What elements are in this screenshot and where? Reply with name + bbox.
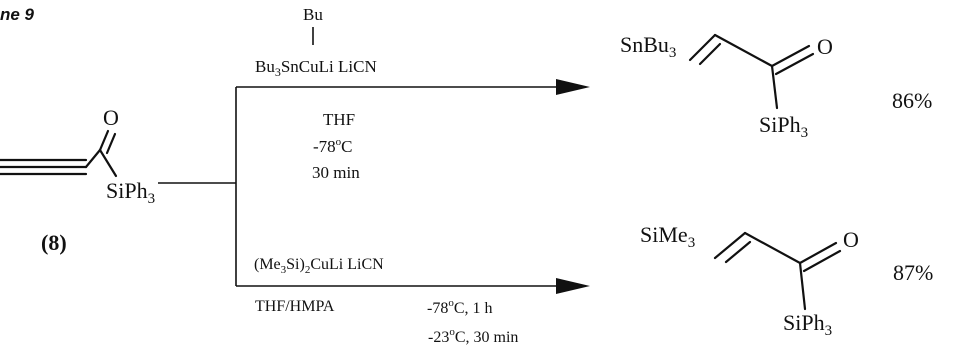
silyl-bond: [770, 64, 779, 110]
silyl-group: SiPh3: [783, 310, 832, 339]
starting-material: O SiPh3 (8): [0, 105, 155, 255]
bottom-solvent: THF/HMPA: [255, 298, 335, 315]
bottom-reagent: (Me3Si)2CuLi LiCN: [254, 256, 384, 276]
trimethylsilyl-group: SiMe3: [640, 222, 695, 251]
bottom-yield: 87%: [893, 260, 933, 285]
carbonyl-carbon-bond: [84, 148, 102, 169]
alpha-bond: [743, 231, 802, 265]
alpha-bond: [713, 33, 774, 68]
co-double-bond-1: [770, 44, 811, 68]
bottom-condition-2: -23oC, 30 min: [428, 326, 518, 346]
carbonyl-oxygen: O: [843, 227, 859, 252]
top-reaction-conditions: Bu Bu3SnCuLi LiCN THF -78oC 30 min: [255, 5, 377, 182]
carbonyl-oxygen: O: [103, 105, 119, 130]
silyl-group: SiPh3: [106, 178, 155, 207]
top-yield: 86%: [892, 88, 932, 113]
carbonyl-oxygen: O: [817, 34, 833, 59]
vinyl-double-bond: [698, 42, 722, 66]
reagent-substituent: Bu: [303, 5, 323, 24]
co-double-bond-2: [774, 52, 815, 76]
bottom-condition-1: -78oC, 1 h: [427, 297, 493, 317]
co-double-bond-2: [802, 249, 842, 273]
top-solvent: THF: [323, 110, 355, 129]
silyl-bond: [98, 148, 118, 178]
silyl-group: SiPh3: [759, 112, 808, 141]
top-temperature: -78oC: [313, 136, 353, 156]
silyl-bond: [798, 261, 807, 311]
bottom-reaction-conditions: (Me3Si)2CuLi LiCN THF/HMPA -78oC, 1 h -2…: [254, 256, 518, 346]
top-reagent: Bu3SnCuLi LiCN: [255, 57, 377, 79]
bottom-product: SiMe3 O SiPh3: [640, 222, 859, 339]
reaction-arrows: [158, 79, 590, 294]
co-double-bond-1: [98, 129, 110, 152]
bottom-arrowhead: [556, 278, 590, 294]
vinyl-bond: [688, 33, 717, 62]
top-arrowhead: [556, 79, 590, 95]
top-time: 30 min: [312, 163, 360, 182]
top-product: SnBu3 O SiPh3: [620, 32, 833, 141]
vinyl-double-bond: [724, 240, 752, 264]
scheme-label: ne 9: [0, 5, 35, 24]
co-double-bond-2: [105, 132, 117, 155]
vinyl-bond: [713, 231, 747, 260]
co-double-bond-1: [798, 241, 838, 265]
compound-number: (8): [41, 230, 67, 255]
stannyl-group: SnBu3: [620, 32, 676, 61]
